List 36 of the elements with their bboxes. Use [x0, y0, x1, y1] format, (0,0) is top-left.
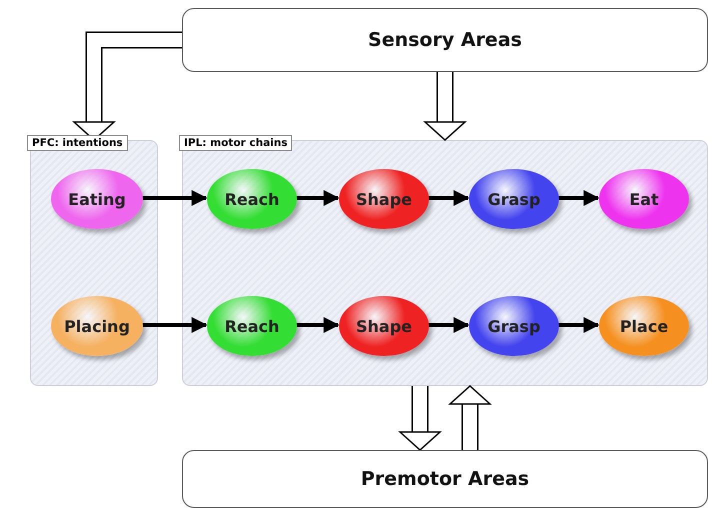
node-label: Eating	[68, 190, 126, 208]
arrow	[296, 317, 340, 333]
panel-heading: IPL: motor chains	[179, 135, 292, 151]
arrow	[428, 190, 470, 206]
process-oval	[469, 169, 559, 229]
process-oval	[469, 296, 559, 356]
node-label: Sensory Areas	[368, 29, 522, 51]
node-label: Reach	[224, 190, 280, 208]
arrow	[428, 317, 470, 333]
arrow	[142, 317, 208, 333]
arrow	[296, 190, 340, 206]
node-label: Shape	[356, 190, 412, 208]
panel-heading: PFC: intentions	[27, 135, 128, 151]
arrow	[558, 317, 600, 333]
process-oval	[207, 296, 297, 356]
process-oval	[599, 169, 689, 229]
process-oval	[339, 296, 429, 356]
node-label: Eat	[629, 190, 659, 208]
process-oval	[51, 296, 143, 356]
node-label: Grasp	[488, 190, 540, 208]
arrow	[142, 190, 208, 206]
process-oval	[599, 296, 689, 356]
node-label: Shape	[356, 316, 412, 336]
node-label: Placing	[64, 316, 130, 336]
node-label: Place	[620, 316, 668, 336]
arrow	[558, 190, 600, 206]
hollow-arrow	[448, 385, 492, 450]
process-oval	[339, 169, 429, 229]
process-oval	[207, 169, 297, 229]
node-label: Premotor Areas	[360, 468, 530, 490]
node-label: Grasp	[488, 316, 540, 336]
process-oval	[51, 169, 143, 229]
area-box	[182, 8, 708, 72]
hollow-arrow	[398, 386, 442, 451]
node-label: Reach	[224, 316, 280, 336]
hollow-arrow	[423, 72, 467, 141]
